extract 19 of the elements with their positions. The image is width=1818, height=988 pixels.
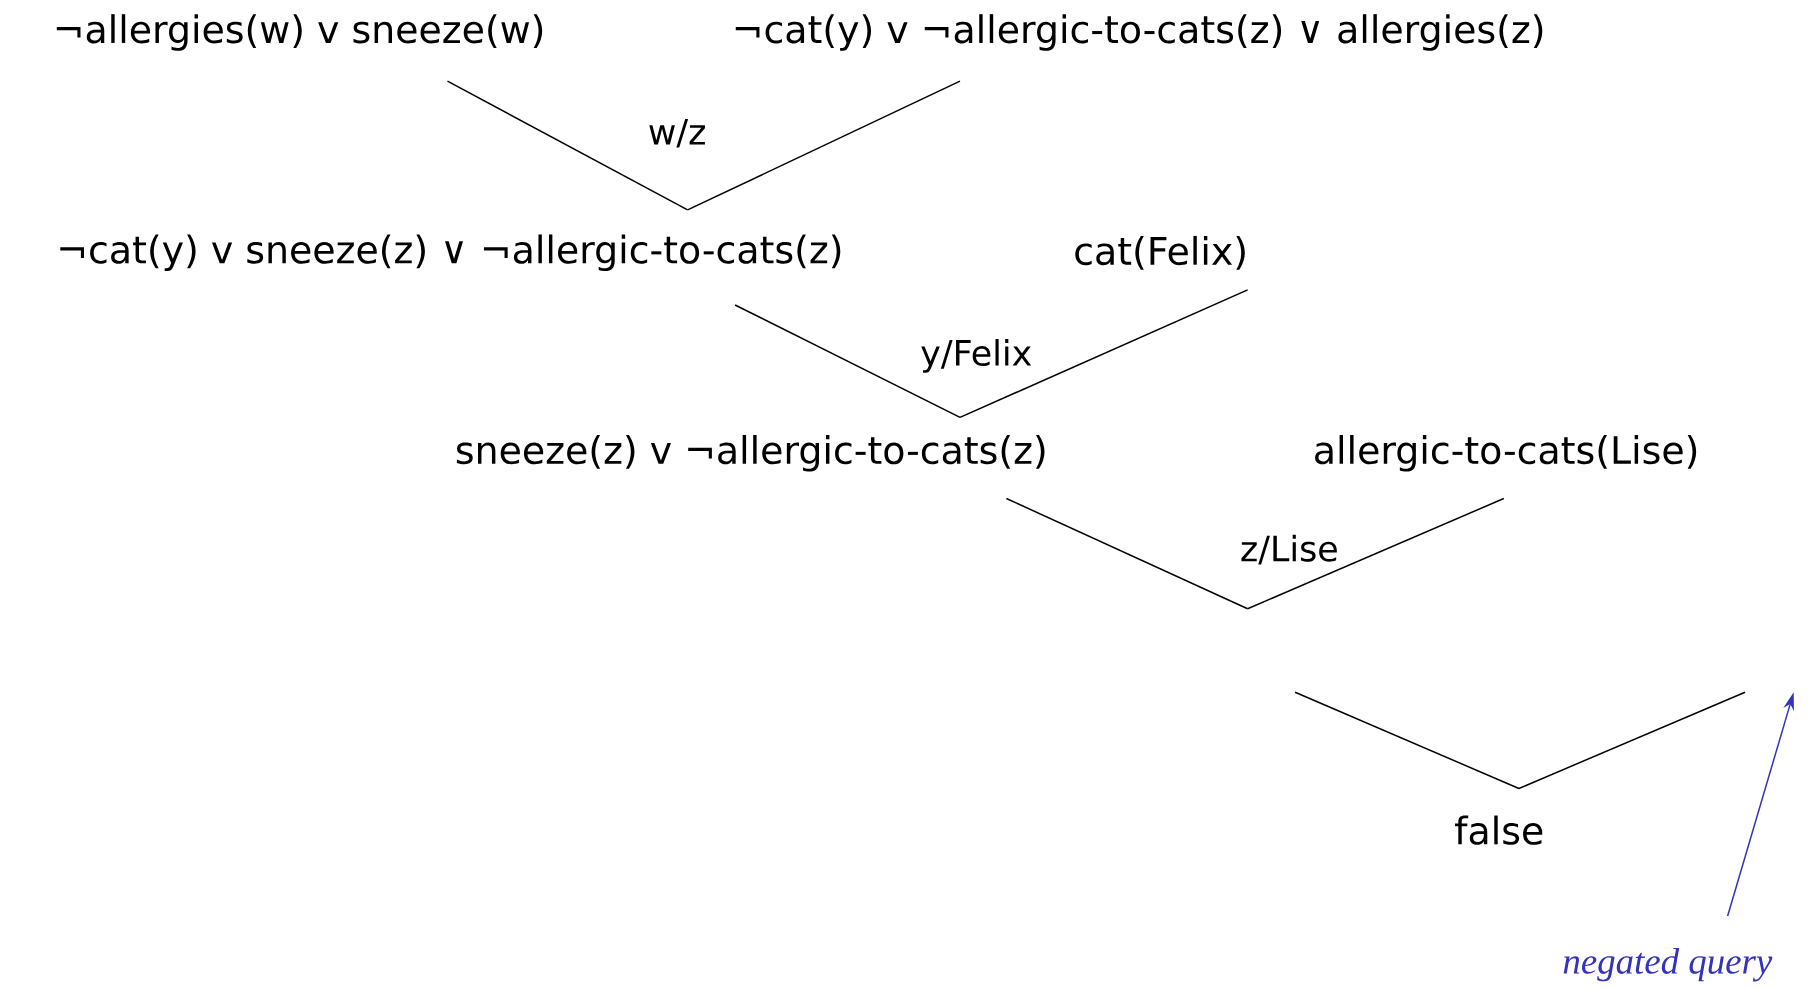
resolution-line (686, 80, 961, 211)
clause-text: ¬cat(y) v sneeze(z) ∨ ¬allergic-to-cats(z) (60, 234, 841, 272)
clause-text: cat(Felix) (1075, 235, 1245, 270)
resolution-line (1246, 497, 1505, 610)
substitution-label: y/Felix (919, 338, 1034, 374)
clause-text: allergic-to-cats(Lise) (1315, 434, 1697, 472)
resolution-line (959, 289, 1249, 419)
resolution-line (1294, 691, 1520, 790)
substitution-label: w/z (646, 117, 708, 149)
resolution-line (1005, 497, 1249, 610)
clause-text: sneeze(z) v ¬allergic-to-cats(z) (456, 434, 1045, 472)
clause-text: ¬allergies(w) v sneeze(w) (56, 14, 543, 51)
resolution-line (446, 80, 689, 211)
resolution-line (1518, 691, 1746, 790)
substitution-label: z/Lise (1238, 533, 1340, 566)
clause-text: ¬cat(y) v ¬allergic-to-cats(z) ∨ allergies(z) (735, 14, 1543, 51)
clause-text: false (1455, 815, 1543, 845)
resolution-line (734, 304, 961, 419)
annotation-text: negated query (1563, 947, 1773, 982)
